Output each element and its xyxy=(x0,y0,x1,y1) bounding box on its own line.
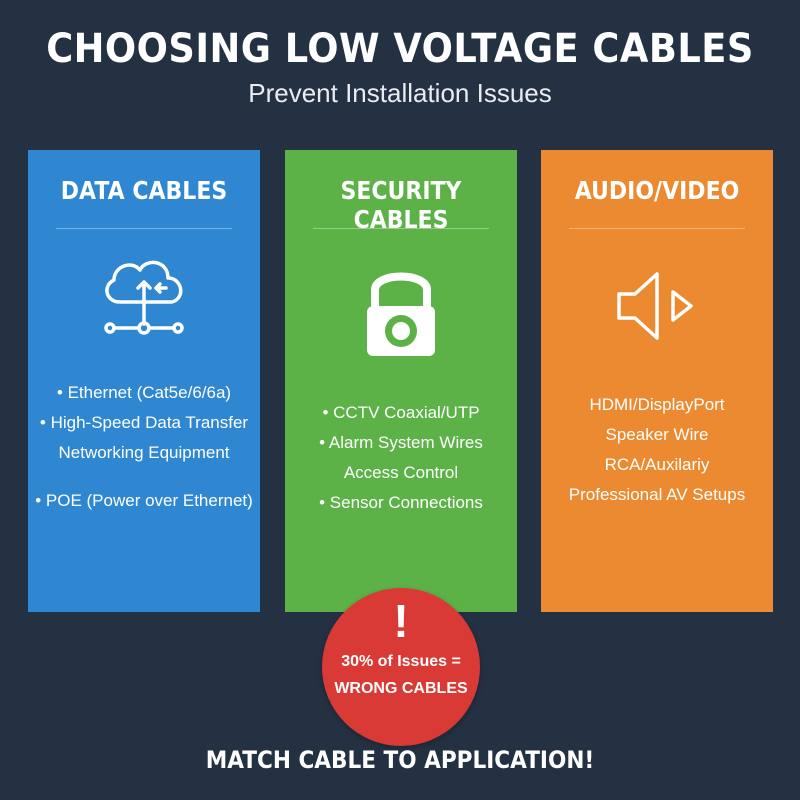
cloud-upload-network-icon xyxy=(28,252,260,349)
warning-line-1: 30% of Issues = xyxy=(341,653,461,670)
list-item: HDMI/DisplayPort xyxy=(589,395,725,414)
list-item: Speaker Wire xyxy=(605,425,709,444)
list-item: Networking Equipment xyxy=(58,443,230,462)
list-item: • Alarm System Wires xyxy=(319,433,483,452)
list-item: • High-Speed Data Transfer xyxy=(39,413,249,432)
footer-callout: MATCH CABLE TO APPLICATION! xyxy=(205,746,595,774)
padlock-camera-icon xyxy=(285,260,517,369)
page-subtitle: Prevent Installation Issues xyxy=(248,78,552,108)
list-item: Access Control xyxy=(343,463,459,482)
warning-text: 30% of Issues = WRONG CABLES xyxy=(322,648,480,702)
list-item: • CCTV Coaxial/UTP xyxy=(322,403,480,422)
list-item: RCA/Auxilariy xyxy=(604,455,710,474)
list-item: • Ethernet (Cat5e/6/6a) xyxy=(56,383,232,402)
data-cables-card: DATA CABLES • Ethernet (Cat5e/6/6a) • Hi… xyxy=(28,150,260,612)
security-cables-card: SECURITY CABLES • CCTV Coaxial/UTP • Ala… xyxy=(285,150,517,612)
security-cables-list: • CCTV Coaxial/UTP • Alarm System Wires … xyxy=(285,398,517,518)
page-title: CHOOSING LOW VOLTAGE CABLES xyxy=(46,26,754,72)
divider xyxy=(56,228,232,229)
exclamation-icon: ! xyxy=(393,595,409,647)
audio-video-title: AUDIO/VIDEO xyxy=(574,176,740,205)
list-item: • POE (Power over Ethernet) xyxy=(35,491,253,510)
data-cables-title: DATA CABLES xyxy=(60,176,228,205)
audio-video-card: AUDIO/VIDEO HDMI/DisplayPort Speaker Wir… xyxy=(541,150,773,612)
audio-video-list: HDMI/DisplayPort Speaker Wire RCA/Auxila… xyxy=(541,390,773,510)
warning-badge: ! 30% of Issues = WRONG CABLES xyxy=(322,588,480,746)
divider xyxy=(569,228,745,229)
list-item: Professional AV Setups xyxy=(568,485,746,504)
speaker-play-icon xyxy=(541,268,773,349)
security-cables-title: SECURITY CABLES xyxy=(340,176,462,234)
list-item: • Sensor Connections xyxy=(319,493,483,512)
data-cables-list: • Ethernet (Cat5e/6/6a) • High-Speed Dat… xyxy=(28,378,260,516)
warning-line-2: WRONG CABLES xyxy=(334,680,468,697)
divider xyxy=(313,228,489,229)
